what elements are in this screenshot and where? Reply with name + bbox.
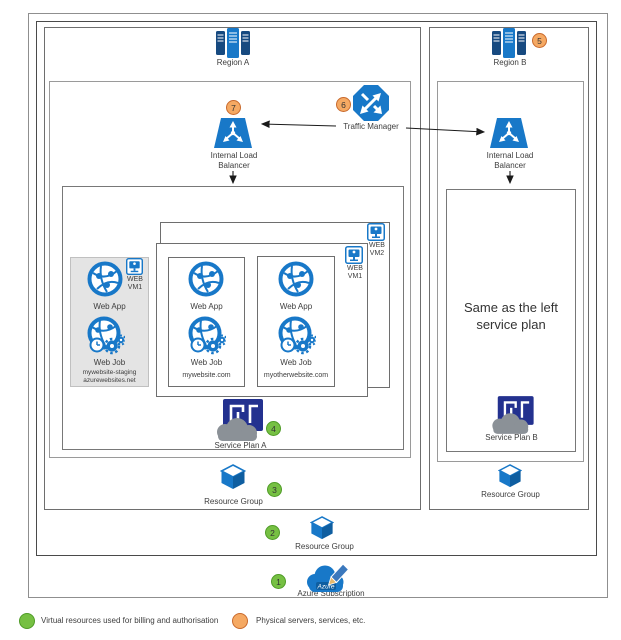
traffic-manager-label: Traffic Manager xyxy=(343,122,399,131)
same-as-left-note: Same as the left service plan xyxy=(464,300,558,332)
badge-5: 5 xyxy=(532,33,547,48)
load-balancer-icon xyxy=(490,118,528,153)
site1-web-app-label: Web App xyxy=(190,302,223,311)
region-servers-icon xyxy=(216,28,250,63)
resource-group-2-label: Resource Group xyxy=(295,542,354,551)
region-b-inner-boundary xyxy=(437,81,584,462)
region-servers-icon xyxy=(492,28,526,63)
site1-web-job-label: Web Job xyxy=(190,358,223,367)
load-balancer-b-label: Internal Load Balancer xyxy=(486,151,534,170)
web-vm2-label: WEB VM2 xyxy=(369,242,385,258)
badge-1: 1 xyxy=(271,574,286,589)
azure-subscription-label: Azure Subscription xyxy=(297,589,365,598)
resource-group-b-label: Resource Group xyxy=(481,490,540,499)
web-vm-monitor-icon xyxy=(345,246,363,269)
web-job-icon xyxy=(276,315,318,360)
load-balancer-icon xyxy=(214,118,252,153)
service-plan-a-label: Service Plan A xyxy=(214,441,267,450)
region-a-box xyxy=(44,27,421,510)
site2-web-app-label: Web App xyxy=(279,302,313,311)
web-vm-monitor-icon xyxy=(367,223,385,246)
load-balancer-a-label: Internal Load Balancer xyxy=(210,151,258,170)
service-plan-icon xyxy=(487,396,539,439)
badge-3: 3 xyxy=(267,482,282,497)
region-b-label: Region B xyxy=(493,58,527,67)
service-plan-a-box xyxy=(62,186,404,450)
svg-text:Azure: Azure xyxy=(317,584,335,591)
azure-subscription-icon: Azure xyxy=(303,561,351,598)
web-app-icon xyxy=(87,261,123,302)
resource-group-3-label: Resource Group xyxy=(204,497,263,506)
legend-orange-label: Physical servers, services, etc. xyxy=(256,616,366,625)
region-a-label: Region A xyxy=(216,58,250,67)
resource-group-icon xyxy=(309,516,335,545)
web-vm-monitor-icon xyxy=(126,258,143,280)
staging-domain-line1: mywebsite-staging xyxy=(82,369,137,376)
staging-web-job-label: Web Job xyxy=(93,358,126,367)
web-vm1-label: WEB VM1 xyxy=(347,265,363,281)
resource-group-icon xyxy=(219,464,247,495)
web-app-icon xyxy=(188,261,224,302)
web-job-icon xyxy=(186,315,228,360)
azure-subscription-box xyxy=(28,13,608,598)
site1-domain: mywebsite.com xyxy=(182,372,231,379)
legend-orange-dot xyxy=(232,613,248,629)
traffic-manager-icon xyxy=(353,85,389,126)
service-plan-b-box xyxy=(446,189,576,452)
resource-group-icon xyxy=(497,464,523,493)
staging-web-app-label: Web App xyxy=(93,302,126,311)
site2-web-job-label: Web Job xyxy=(280,358,312,367)
staging-vm-label: WEB VM1 xyxy=(127,276,143,292)
legend-green-label: Virtual resources used for billing and a… xyxy=(41,616,219,625)
resource-group-2-box xyxy=(36,21,597,556)
badge-7: 7 xyxy=(226,100,241,115)
badge-2: 2 xyxy=(265,525,280,540)
web-job-icon xyxy=(85,315,127,360)
region-b-box xyxy=(429,27,589,510)
staging-domain-line2: azurewebsites.net xyxy=(83,377,136,384)
legend-green-dot xyxy=(19,613,35,629)
resource-group-3-boundary xyxy=(49,81,411,458)
site2-domain: myotherwebsite.com xyxy=(263,372,329,379)
service-plan-b-label: Service Plan B xyxy=(485,433,538,442)
badge-4: 4 xyxy=(266,421,281,436)
badge-6: 6 xyxy=(336,97,351,112)
service-plan-icon xyxy=(211,399,269,446)
web-app-icon xyxy=(278,261,314,302)
